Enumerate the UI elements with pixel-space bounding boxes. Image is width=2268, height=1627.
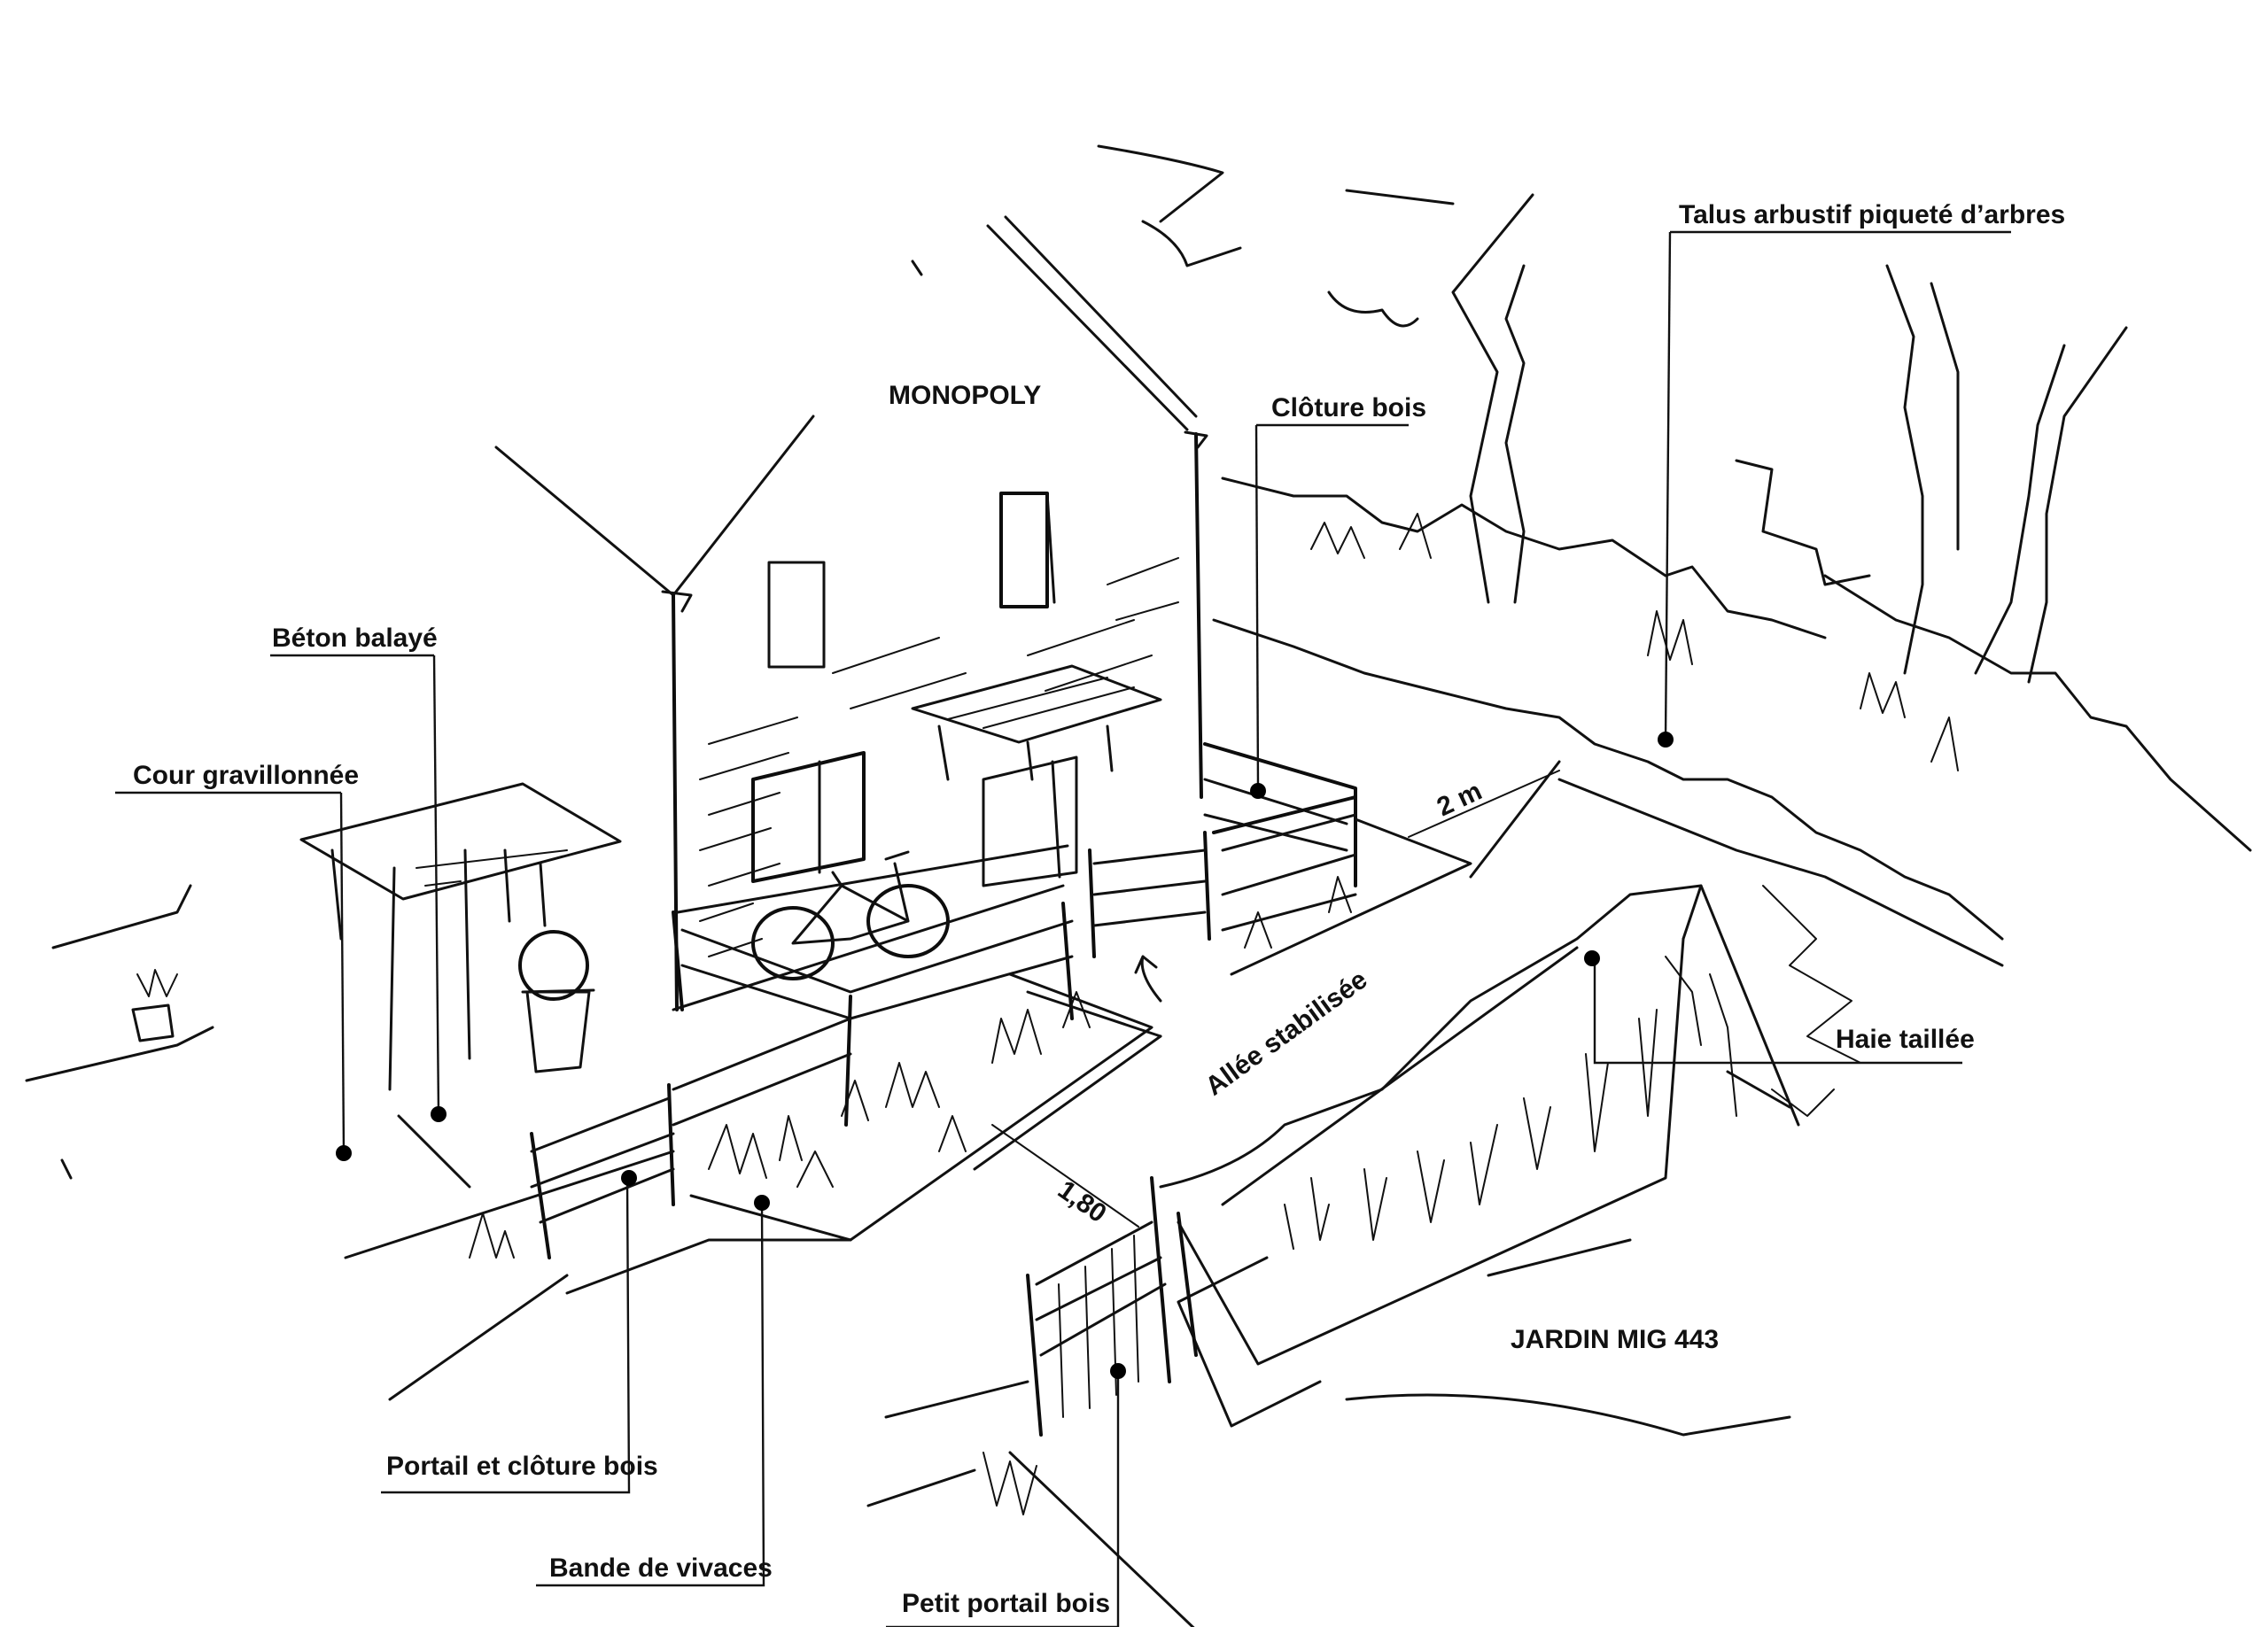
hedge-drawing	[1159, 884, 1800, 1428]
label-bande-vivaces: Bande de vivaces	[549, 1553, 773, 1583]
dimension-180: 1,80	[1052, 1175, 1112, 1229]
small-fence-drawing	[1088, 742, 1472, 1003]
label-petit-portail-bois: Petit portail bois	[902, 1589, 1110, 1618]
label-talus: Talus arbustif piqueté d’arbres	[1679, 200, 2065, 229]
leader-lines	[115, 230, 2011, 1627]
fence-drawing	[344, 902, 1074, 1401]
house-drawing	[494, 215, 1208, 1011]
path-drawing	[973, 760, 1579, 1228]
label-jardin: JARDIN MIG 443	[1511, 1325, 1719, 1354]
dimension-2m: 2 m	[1433, 777, 1487, 823]
perennial-bed-drawing	[689, 972, 1153, 1242]
label-beton-balaye: Béton balayé	[272, 624, 438, 653]
label-haie-taillee: Haie taillée	[1836, 1025, 1975, 1054]
trees-drawing	[911, 144, 2252, 1117]
label-cloture-bois: Clôture bois	[1271, 393, 1426, 422]
ground-drawing	[60, 1158, 1791, 1437]
label-allee-stabilisee: Allée stabilisée	[1200, 965, 1373, 1102]
label-monopoly: MONOPOLY	[889, 381, 1041, 410]
small-gate-drawing	[866, 1176, 1198, 1627]
shed-drawing	[25, 782, 622, 1091]
label-portail-cloture-bois: Portail et clôture bois	[386, 1452, 658, 1481]
label-cour-gravillonnee: Cour gravillonnée	[133, 761, 359, 790]
